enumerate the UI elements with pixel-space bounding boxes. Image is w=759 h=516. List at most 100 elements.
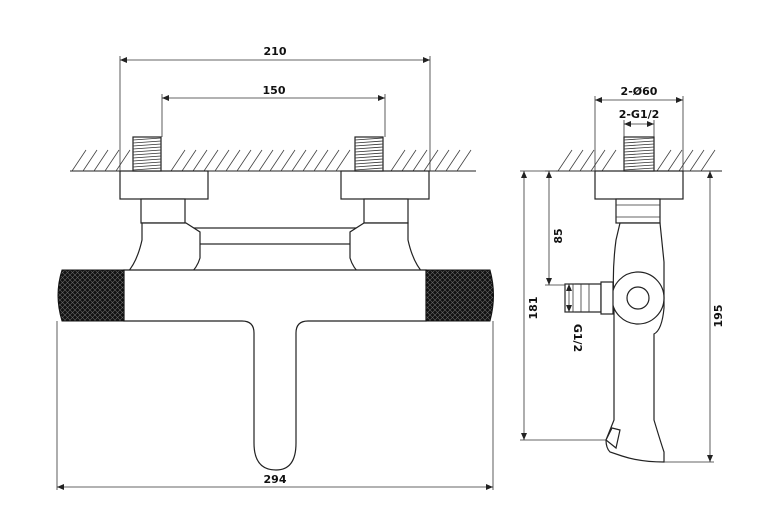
hatch-line xyxy=(354,137,384,141)
hatch-line xyxy=(678,149,694,172)
hatch-line xyxy=(354,152,384,156)
dimension-294: 294 xyxy=(56,321,494,490)
hatch-line xyxy=(557,149,573,172)
dimension-210: 210 xyxy=(119,45,431,171)
hatch-line xyxy=(354,158,384,162)
right-knurled-handle xyxy=(425,269,494,322)
hatch-line xyxy=(132,164,162,168)
hatch-line xyxy=(623,137,655,141)
right-threaded-inlet xyxy=(354,136,384,172)
hatch-line xyxy=(115,149,131,172)
front-view: 210 150 294 xyxy=(56,45,494,490)
front-wall-hatch xyxy=(70,149,476,172)
hatch-line xyxy=(247,149,263,172)
hatch-line xyxy=(132,161,162,165)
hatch-line xyxy=(214,149,230,172)
hatch-line xyxy=(354,143,384,147)
left-threaded-inlet xyxy=(132,136,162,172)
side-wall-flange xyxy=(594,170,684,200)
hatch-line xyxy=(689,149,705,172)
hatch-line xyxy=(354,155,384,159)
right-wall-flange xyxy=(340,170,430,200)
dimension-150: 150 xyxy=(161,84,386,137)
hatch-line xyxy=(354,149,384,153)
dimension-inlet-thread-label: 2-G1/2 xyxy=(619,108,660,121)
dimension-outlet-thread-label: G1/2 xyxy=(571,324,584,352)
hatch-line xyxy=(236,149,252,172)
hatch-line xyxy=(623,149,655,153)
hatch-line xyxy=(132,152,162,156)
connecting-bar xyxy=(184,227,366,245)
side-knob xyxy=(611,271,665,325)
hatch-line xyxy=(623,161,655,165)
hatch-line xyxy=(434,149,450,172)
hatch-line xyxy=(623,152,655,156)
hatch-line xyxy=(280,149,296,172)
hatch-line xyxy=(390,149,406,172)
hatch-line xyxy=(700,149,716,172)
dimension-150-label: 150 xyxy=(263,84,286,97)
hatch-line xyxy=(354,164,384,168)
hatch-line xyxy=(82,149,98,172)
hatch-line xyxy=(354,161,384,165)
hatch-line xyxy=(623,155,655,159)
hatch-line xyxy=(104,149,120,172)
dimension-85: 85 xyxy=(545,170,595,286)
dimension-294-label: 294 xyxy=(264,473,287,486)
hatch-line xyxy=(203,149,219,172)
hatch-line xyxy=(269,149,285,172)
hatch-line xyxy=(132,158,162,162)
hatch-line xyxy=(132,167,162,171)
hatch-line xyxy=(354,146,384,150)
hatch-line xyxy=(667,149,683,172)
dimension-85-label: 85 xyxy=(552,228,565,243)
hatch-line xyxy=(423,149,439,172)
right-inlet-nut xyxy=(363,198,409,224)
left-knurled-handle xyxy=(57,269,125,322)
hatch-line xyxy=(623,146,655,150)
hatch-line xyxy=(590,149,606,172)
side-view: 2-Ø60 2-G1/2 85 181 195 xyxy=(520,85,725,463)
hatch-line xyxy=(181,149,197,172)
dimension-181: 181 xyxy=(520,170,606,441)
hatch-line xyxy=(93,149,109,172)
mixer-body xyxy=(123,269,427,471)
hatch-line xyxy=(579,149,595,172)
hatch-line xyxy=(412,149,428,172)
hatch-line xyxy=(401,149,417,172)
hatch-line xyxy=(623,164,655,168)
dimension-inlet-thread: 2-G1/2 xyxy=(619,108,660,137)
hatch-line xyxy=(132,149,162,153)
dimension-181-label: 181 xyxy=(527,297,540,320)
dimension-210-label: 210 xyxy=(264,45,287,58)
hatch-line xyxy=(132,155,162,159)
dimension-flange-diameter: 2-Ø60 xyxy=(594,85,684,171)
side-outlet-connector xyxy=(564,281,614,315)
hatch-line xyxy=(132,137,162,141)
hatch-line xyxy=(324,149,340,172)
side-outlet-spout xyxy=(605,427,621,450)
hatch-line xyxy=(335,149,351,172)
hatch-line xyxy=(258,149,274,172)
left-wall-flange xyxy=(119,170,209,200)
hatch-line xyxy=(623,140,655,144)
hatch-line xyxy=(313,149,329,172)
hatch-line xyxy=(623,167,655,171)
hatch-line xyxy=(192,149,208,172)
side-body-profile xyxy=(605,222,665,463)
dimension-195-label: 195 xyxy=(712,305,725,328)
hatch-line xyxy=(132,140,162,144)
hatch-line xyxy=(568,149,584,172)
hatch-line xyxy=(456,149,472,172)
left-inlet-nut xyxy=(140,198,186,224)
hatch-line xyxy=(623,143,655,147)
side-threaded-inlet xyxy=(623,136,655,172)
hatch-line xyxy=(656,149,672,172)
hatch-line xyxy=(132,146,162,150)
dimension-195: 195 xyxy=(664,170,725,463)
hatch-line xyxy=(291,149,307,172)
side-inlet-nut xyxy=(615,198,661,224)
hatch-line xyxy=(225,149,241,172)
hatch-line xyxy=(354,167,384,171)
dimension-flange-diameter-label: 2-Ø60 xyxy=(621,85,658,98)
